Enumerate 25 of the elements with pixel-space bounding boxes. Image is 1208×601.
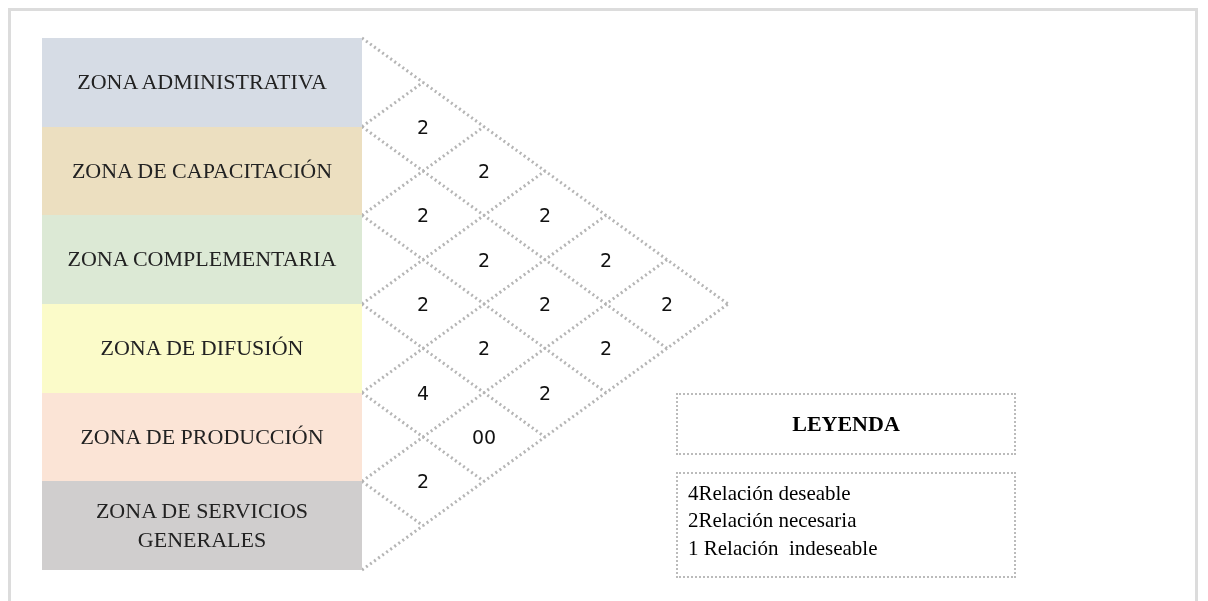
cell-value: 2	[599, 337, 613, 360]
zone-box: ZONA DE DIFUSIÓN	[42, 304, 362, 393]
legend-entry: 4Relación deseable	[688, 480, 852, 507]
cell-value: 2	[599, 248, 613, 271]
cell-value: 2	[660, 293, 674, 315]
zone-box: ZONA DE SERVICIOS GENERALES	[42, 481, 362, 570]
legend-entry: 1 Relación indeseable	[688, 534, 879, 562]
cell-value: 00	[471, 426, 497, 448]
cell-value: 2	[477, 248, 491, 271]
cell-value: 2	[538, 204, 552, 227]
cell-value: 2	[416, 293, 430, 315]
zone-box: ZONA COMPLEMENTARIA	[42, 215, 362, 304]
zone-box: ZONA DE CAPACITACIÓN	[42, 126, 362, 216]
cell-value: 2	[477, 160, 491, 182]
zone-box: ZONA ADMINISTRATIVA	[42, 38, 362, 127]
cell-value: 2	[538, 381, 552, 404]
cell-value: 2	[416, 470, 430, 493]
legend-title: LEYENDA	[676, 393, 1016, 455]
legend-entry: 2Relación necesaria	[688, 507, 858, 535]
cell-value: 2	[416, 204, 430, 227]
cell-value: 4	[416, 381, 430, 404]
zone-box: ZONA DE PRODUCCIÓN	[42, 392, 362, 482]
cell-value: 2	[416, 115, 430, 138]
cell-value: 2	[538, 293, 552, 315]
cell-value: 2	[477, 337, 491, 360]
